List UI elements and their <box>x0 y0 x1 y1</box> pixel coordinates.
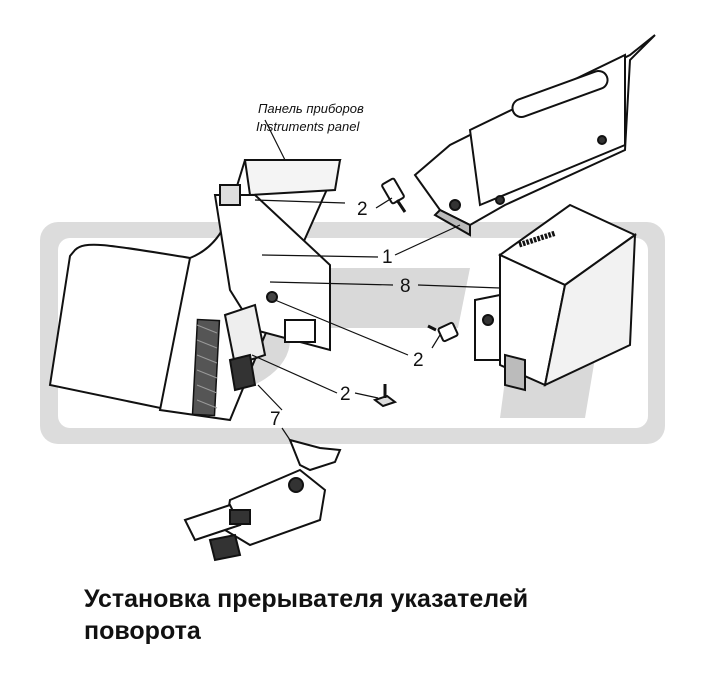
panel-label-en: Instruments panel <box>256 119 360 134</box>
panel-label-ru: Панель приборов <box>258 101 364 116</box>
callout-2-lower: 2 <box>340 384 351 405</box>
callout-7: 7 <box>270 409 281 430</box>
callout-1: 1 <box>382 247 393 268</box>
screw-middle <box>427 321 459 343</box>
assembly-drawing: ▮▮▮▮▮▮▮▮▮▮ Панель прибор <box>40 34 665 562</box>
flasher-relay-installed <box>223 291 278 392</box>
figure-caption: Установка прерывателя указателей поворот… <box>84 583 684 647</box>
screw-lower <box>372 384 398 408</box>
caption-line-2: поворота <box>84 617 201 645</box>
callout-2-top: 2 <box>357 199 368 220</box>
mounting-bracket <box>413 34 656 237</box>
callout-8: 8 <box>400 276 411 297</box>
screw-top <box>381 177 407 213</box>
insulation-strip <box>191 318 221 417</box>
relay-box: ▮▮▮▮▮▮▮▮▮▮ <box>474 203 637 392</box>
caption-line-1: Установка прерывателя указателей <box>84 585 529 613</box>
leader-lines <box>251 119 501 441</box>
switch-assembly <box>183 438 342 562</box>
callout-2-middle: 2 <box>413 350 424 371</box>
